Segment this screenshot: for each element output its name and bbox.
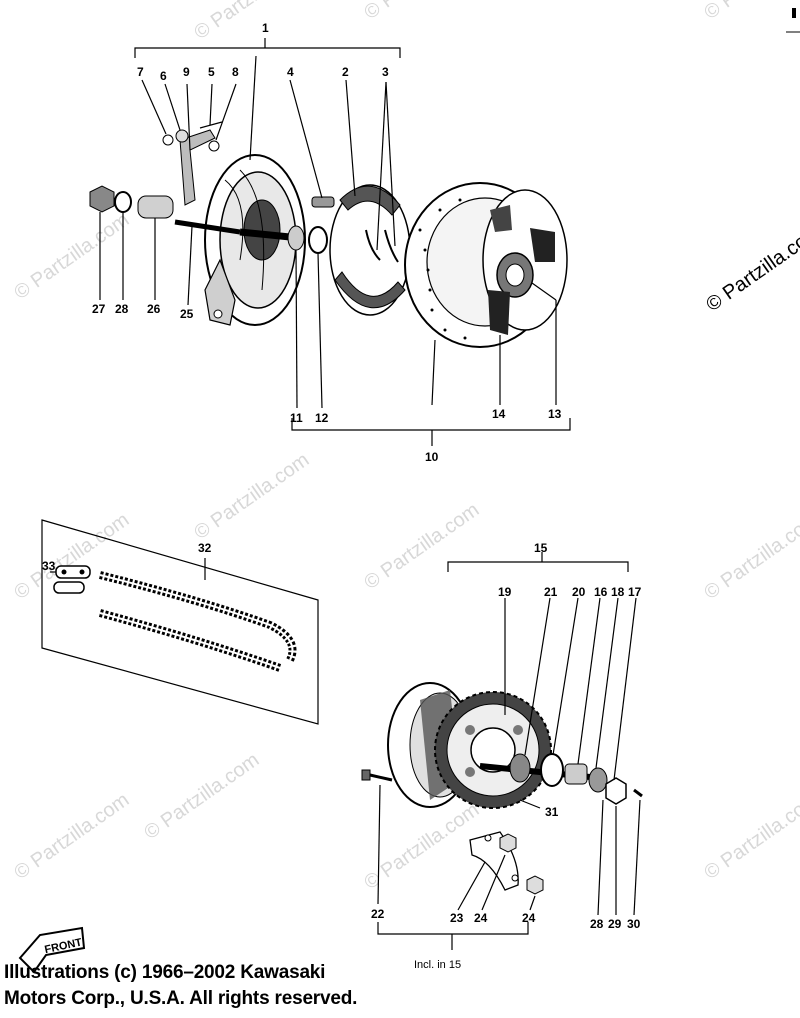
watermark: © Partzilla.com (700, 789, 800, 884)
edge-marks (786, 8, 800, 33)
rear-sprocket-assembly: 15 19 21 20 16 18 17 31 22 23 24 24 28 2… (361, 541, 643, 971)
callout-29: 29 (608, 917, 622, 931)
callout-6: 6 (160, 69, 167, 83)
leader-lines-top (99, 55, 557, 409)
rear-hub (404, 182, 568, 348)
callout-19: 19 (498, 585, 512, 599)
callout-1: 1 (262, 21, 269, 35)
callout-3: 3 (382, 65, 389, 79)
callout-13: 13 (548, 407, 562, 421)
callout-12: 12 (315, 411, 329, 425)
sprocket (434, 691, 552, 809)
callout-5: 5 (208, 65, 215, 79)
callout-32: 32 (198, 541, 212, 555)
callout-9: 9 (183, 65, 190, 79)
callout-16: 16 (594, 585, 608, 599)
rear-hub-brake-assembly: 1 7 6 9 5 8 4 2 3 27 28 26 25 11 12 14 1… (89, 21, 571, 464)
watermark: © Partzilla.com (700, 0, 800, 24)
watermark: © Partzilla.com (140, 749, 263, 844)
callout-33: 33 (42, 559, 56, 573)
callout-labels-top: 1 7 6 9 5 8 4 2 3 27 28 26 25 11 12 14 1… (92, 21, 562, 464)
callout-25: 25 (180, 307, 194, 321)
brake-cam-lever (162, 121, 223, 206)
brake-panel (204, 154, 306, 326)
watermark: © Partzilla.com (190, 449, 313, 544)
bolt (361, 769, 393, 782)
callout-24: 24 (522, 911, 536, 925)
callout-8: 8 (232, 65, 239, 79)
watermark: © Partzilla.com (10, 789, 133, 884)
callout-26: 26 (147, 302, 161, 316)
callout-7: 7 (137, 65, 144, 79)
callout-28: 28 (115, 302, 129, 316)
watermark: © Partzilla.com (702, 221, 800, 316)
copyright-line-2: Motors Corp., U.S.A. All rights reserved… (4, 988, 358, 1009)
callout-14: 14 (492, 407, 506, 421)
drive-chain-assembly: 32 33 (41, 519, 319, 725)
callout-27: 27 (92, 302, 106, 316)
incl-note: Incl. in 15 (414, 959, 461, 971)
leader-lines-sprocket (377, 597, 641, 916)
callout-11: 11 (290, 411, 303, 425)
callout-2: 2 (342, 65, 349, 79)
watermark: © Partzilla.com (360, 499, 483, 594)
callout-4: 4 (287, 65, 294, 79)
spacer-and-seal (287, 225, 328, 254)
callout-10: 10 (425, 450, 439, 464)
callout-22: 22 (371, 907, 385, 921)
callout-labels-sprocket: 15 19 21 20 16 18 17 31 22 23 24 24 28 2… (371, 541, 642, 971)
sprocket-axle-parts (479, 753, 643, 805)
callout-20: 20 (572, 585, 586, 599)
watermark: © Partzilla.com (700, 509, 800, 604)
callout-15: 15 (534, 541, 548, 555)
callout-28: 28 (590, 917, 604, 931)
callout-23: 23 (450, 911, 464, 925)
copyright-line-1: Illustrations (c) 1966–2002 Kawasaki (4, 962, 326, 983)
chain (98, 571, 297, 672)
callout-31: 31 (545, 805, 559, 819)
watermark: © Partzilla.com (190, 0, 313, 44)
callout-18: 18 (611, 585, 625, 599)
brake-shoes (311, 184, 411, 316)
callout-17: 17 (628, 585, 642, 599)
watermark: © Partzilla.com (360, 0, 483, 24)
callout-24: 24 (474, 911, 488, 925)
master-link (53, 565, 91, 594)
watermark: © Partzilla.com (10, 209, 133, 304)
lock-plate-and-nuts (469, 831, 544, 895)
callout-30: 30 (627, 917, 641, 931)
callout-21: 21 (544, 585, 558, 599)
